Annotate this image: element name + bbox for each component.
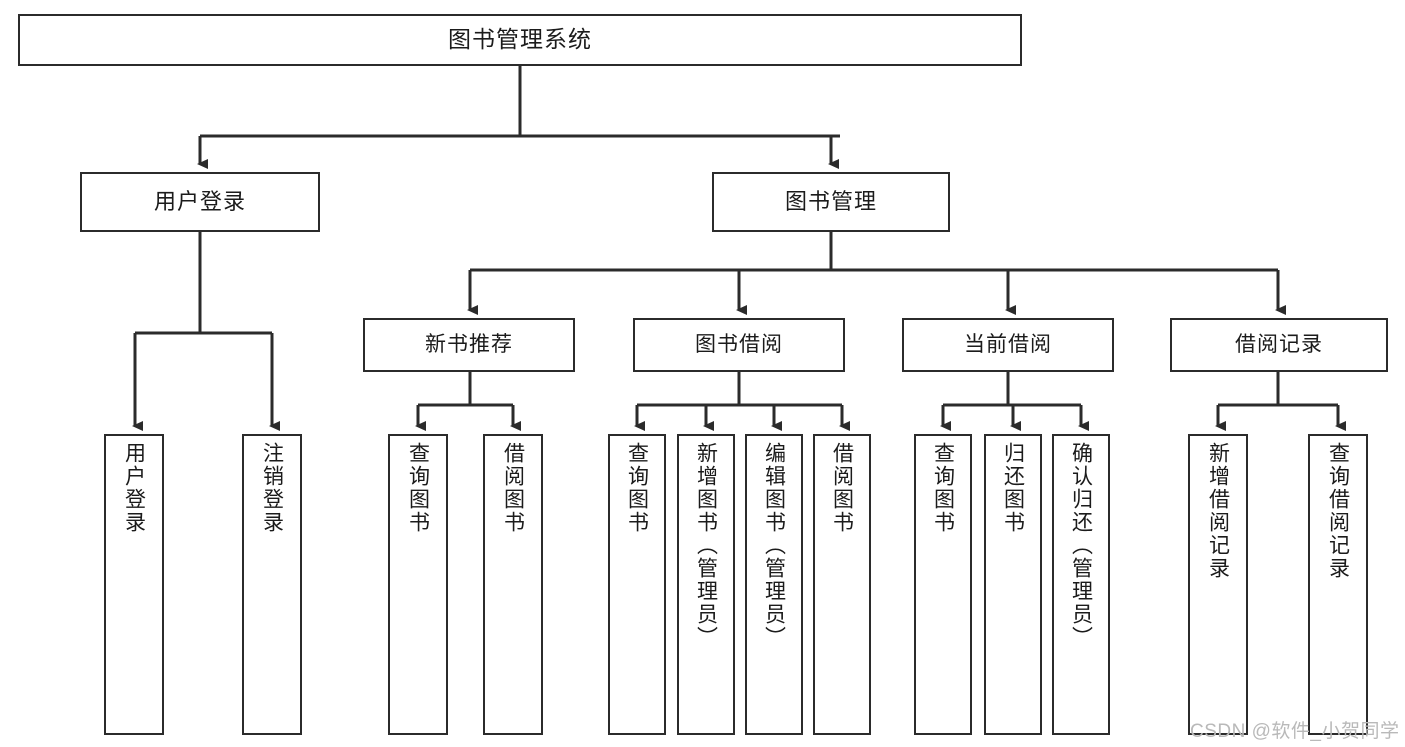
node-leaf-return-book[interactable]: 归还图书 bbox=[984, 434, 1042, 735]
node-leaf-add-record[interactable]: 新增借阅记录 bbox=[1188, 434, 1248, 735]
node-book-manage[interactable]: 图书管理 bbox=[712, 172, 950, 232]
node-book-manage-label: 图书管理 bbox=[784, 189, 877, 215]
node-root-label: 图书管理系统 bbox=[448, 26, 592, 53]
node-leaf-borrow-book-1[interactable]: 借阅图书 bbox=[483, 434, 543, 735]
node-leaf-add-record-label: 新增借阅记录 bbox=[1206, 442, 1230, 580]
node-leaf-query-record-label: 查询借阅记录 bbox=[1326, 442, 1350, 580]
node-leaf-query-book-1[interactable]: 查询图书 bbox=[388, 434, 448, 735]
node-leaf-query-book-1-label: 查询图书 bbox=[406, 442, 430, 534]
node-borrow-record[interactable]: 借阅记录 bbox=[1170, 318, 1388, 372]
node-leaf-logout-label: 注销登录 bbox=[260, 442, 284, 534]
node-leaf-borrow-book-2-label: 借阅图书 bbox=[830, 442, 854, 534]
node-leaf-query-record[interactable]: 查询借阅记录 bbox=[1308, 434, 1368, 735]
node-current-borrow[interactable]: 当前借阅 bbox=[902, 318, 1114, 372]
node-leaf-borrow-book-1-label: 借阅图书 bbox=[501, 442, 525, 534]
node-leaf-edit-book-label: 编辑图书（管理员） bbox=[762, 442, 786, 649]
node-borrow-record-label: 借阅记录 bbox=[1235, 332, 1323, 356]
node-current-borrow-label: 当前借阅 bbox=[964, 332, 1052, 356]
csdn-watermark: CSDN @软件_小贺同学 bbox=[1190, 721, 1400, 742]
node-leaf-add-book-label: 新增图书（管理员） bbox=[694, 442, 718, 649]
node-leaf-add-book[interactable]: 新增图书（管理员） bbox=[677, 434, 735, 735]
node-user-login[interactable]: 用户登录 bbox=[80, 172, 320, 232]
node-user-login-label: 用户登录 bbox=[153, 189, 246, 215]
node-leaf-query-book-3[interactable]: 查询图书 bbox=[914, 434, 972, 735]
node-leaf-confirm-return[interactable]: 确认归还（管理员） bbox=[1052, 434, 1110, 735]
node-root[interactable]: 图书管理系统 bbox=[18, 14, 1022, 66]
node-book-borrow-label: 图书借阅 bbox=[695, 332, 783, 356]
node-leaf-confirm-return-label: 确认归还（管理员） bbox=[1069, 442, 1093, 649]
node-leaf-query-book-2[interactable]: 查询图书 bbox=[608, 434, 666, 735]
node-new-book-recommend-label: 新书推荐 bbox=[425, 332, 513, 356]
node-book-borrow[interactable]: 图书借阅 bbox=[633, 318, 845, 372]
node-leaf-user-login[interactable]: 用户登录 bbox=[104, 434, 164, 735]
node-leaf-query-book-3-label: 查询图书 bbox=[931, 442, 955, 534]
node-new-book-recommend[interactable]: 新书推荐 bbox=[363, 318, 575, 372]
node-leaf-user-login-label: 用户登录 bbox=[122, 442, 146, 534]
node-leaf-borrow-book-2[interactable]: 借阅图书 bbox=[813, 434, 871, 735]
node-leaf-edit-book[interactable]: 编辑图书（管理员） bbox=[745, 434, 803, 735]
node-leaf-query-book-2-label: 查询图书 bbox=[625, 442, 649, 534]
node-leaf-return-book-label: 归还图书 bbox=[1001, 442, 1025, 534]
node-leaf-logout[interactable]: 注销登录 bbox=[242, 434, 302, 735]
